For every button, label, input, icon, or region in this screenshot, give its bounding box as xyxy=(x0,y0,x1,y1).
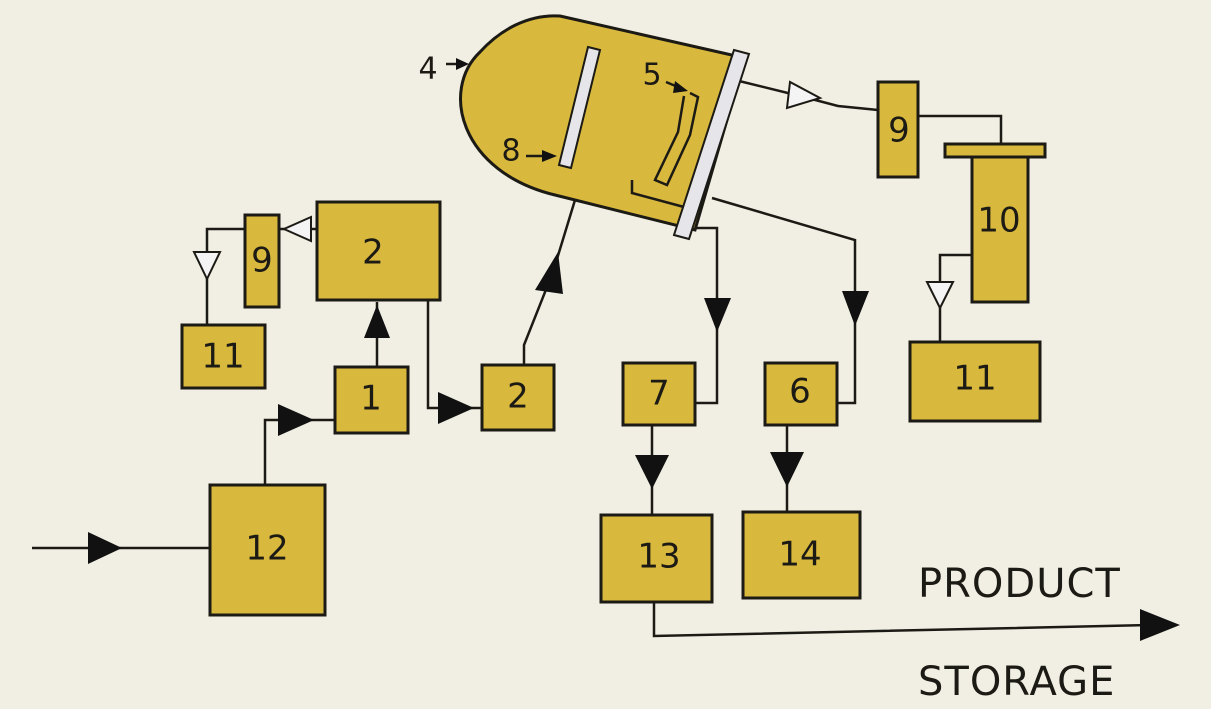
unit-13: 13 xyxy=(599,513,714,604)
line-2-lower-to-vessel xyxy=(522,199,577,365)
storage-label: STORAGE xyxy=(918,659,1115,705)
vessel-plate-8 xyxy=(557,45,602,170)
open-arrowhead-2-to-9 xyxy=(281,215,312,243)
arrowhead-vessel-to-6 xyxy=(842,291,869,326)
line-2-upper-to-2-lower xyxy=(426,300,482,410)
arrowhead-7-to-13 xyxy=(635,455,669,489)
unit-6: 6 xyxy=(763,361,839,427)
unit-14-box xyxy=(741,510,862,600)
unit-9-right-box xyxy=(876,80,920,179)
unit-10: 10 xyxy=(943,142,1047,304)
label-unit-5: 5 xyxy=(642,58,661,93)
unit-1-box xyxy=(333,365,410,435)
unit-11-left-box xyxy=(180,323,267,390)
unit-9-right-label: 9 xyxy=(888,111,910,151)
unit-12-label: 12 xyxy=(245,529,288,569)
arrowhead-vessel-to-7 xyxy=(704,298,731,332)
open-arrowhead-10-to-11 xyxy=(925,281,955,311)
arrowhead-12-to-1 xyxy=(278,404,314,436)
unit-7-label: 7 xyxy=(648,374,670,414)
unit-7: 7 xyxy=(621,361,697,427)
unit-12: 12 xyxy=(208,483,327,617)
unit-2-lower-label: 2 xyxy=(507,377,529,417)
unit-13-label: 13 xyxy=(637,537,680,577)
unit-10-box xyxy=(970,155,1030,304)
product-label: PRODUCT xyxy=(918,561,1121,607)
unit-9-right: 9 xyxy=(876,80,920,179)
unit-9-left: 9 xyxy=(243,213,281,309)
unit-2-lower: 2 xyxy=(480,363,556,432)
unit-11-left: 11 xyxy=(180,323,267,390)
unit-6-box xyxy=(763,361,839,427)
unit-1: 1 xyxy=(333,365,410,435)
pointer-4-arrowhead xyxy=(456,58,469,70)
pointer-labels: 4 5 8 xyxy=(418,52,688,169)
feed-arrowhead xyxy=(88,532,122,564)
product-storage-arrowhead xyxy=(1140,609,1180,641)
vessel-plate-main xyxy=(672,48,751,241)
unit-2-upper-box xyxy=(315,200,442,302)
unit-11-right: 11 xyxy=(908,340,1042,423)
unit-14: 14 xyxy=(741,510,862,600)
vessel-body xyxy=(459,14,747,232)
unit-7-box xyxy=(621,361,697,427)
vessel-bracket xyxy=(630,180,685,209)
unit-1-label: 1 xyxy=(360,379,382,419)
line-9-to-11-left xyxy=(205,227,244,325)
unit-9-left-box xyxy=(243,213,281,309)
open-arrowhead-9-to-11 xyxy=(192,251,222,282)
unit-9-left-label: 9 xyxy=(251,241,273,281)
arrowhead-to-2-lower xyxy=(438,392,474,424)
unit-11-right-label: 11 xyxy=(953,359,996,399)
unit-10-cap xyxy=(943,142,1047,159)
label-unit-4: 4 xyxy=(418,52,437,87)
arrowhead-2-to-vessel xyxy=(535,252,563,294)
unit-13-box xyxy=(599,513,714,604)
line-9-right-to-10 xyxy=(918,114,1003,146)
pointer-5-arrowhead xyxy=(673,81,688,93)
arrowhead-1-to-2 xyxy=(364,305,390,338)
unit-boxes: 12 1 2 9 11 2 7 6 xyxy=(180,80,1047,617)
vessel-baffle-5 xyxy=(653,91,700,187)
arrowhead-6-to-14 xyxy=(770,452,804,487)
line-12-to-1 xyxy=(263,418,335,485)
label-unit-8: 8 xyxy=(501,134,520,169)
open-arrowhead-vessel-to-9 xyxy=(785,80,823,110)
line-13-to-storage xyxy=(652,602,1151,638)
unit-10-label: 10 xyxy=(977,201,1020,241)
vessel-unit-4 xyxy=(459,14,751,241)
unit-11-left-label: 11 xyxy=(201,337,244,377)
unit-2-upper: 2 xyxy=(315,200,442,302)
unit-2-lower-box xyxy=(480,363,556,432)
pointer-8-arrowhead xyxy=(542,150,557,162)
arrowheads xyxy=(88,80,1180,641)
unit-2-upper-label: 2 xyxy=(362,233,384,273)
unit-6-label: 6 xyxy=(789,372,811,412)
unit-14-label: 14 xyxy=(778,535,821,575)
line-10-to-11-right xyxy=(938,253,972,342)
line-vessel-to-9-right xyxy=(734,78,879,112)
unit-12-box xyxy=(208,483,327,617)
unit-11-right-box xyxy=(908,340,1042,423)
